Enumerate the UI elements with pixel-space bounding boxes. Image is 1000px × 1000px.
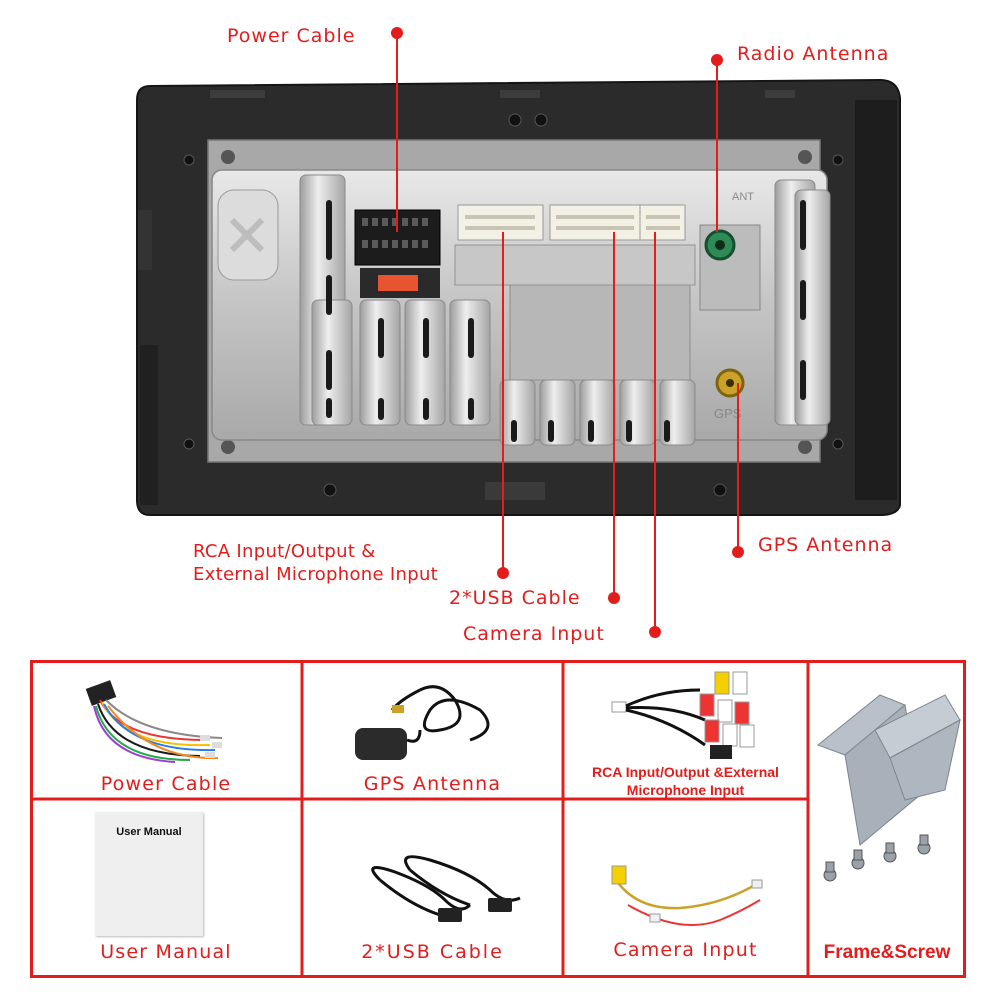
label-user-manual: User Manual	[100, 941, 232, 963]
user-manual-booklet: User Manual	[95, 812, 203, 936]
gps-marking: GPS	[714, 406, 742, 421]
ant-marking: ANT	[732, 191, 754, 203]
camera-cable-image	[611, 865, 763, 926]
label-rca: RCA Input/Output &External Microphone In…	[563, 763, 808, 799]
callout-rca-line1: RCA Input/Output &	[193, 541, 376, 562]
power-connector	[354, 209, 441, 298]
screws-image	[823, 834, 931, 882]
power-harness-image	[85, 680, 223, 763]
label-gps-antenna: GPS Antenna	[363, 773, 502, 795]
callout-dots	[391, 27, 744, 638]
callout-rca-line2: External Microphone Input	[193, 564, 439, 585]
bezel-screws	[183, 113, 844, 497]
label-usb-cable: 2*USB Cable	[361, 941, 504, 963]
label-frame-screw: Frame&Screw	[823, 942, 951, 963]
gps-antenna-image	[355, 685, 490, 760]
radio-antenna-port	[699, 224, 761, 311]
vent-slots	[326, 200, 806, 442]
label-rca-line1: RCA Input/Output &External	[592, 764, 779, 780]
usb-connectors	[549, 204, 641, 241]
frame-image	[817, 694, 961, 846]
label-power-cable: Power Cable	[100, 773, 232, 795]
callout-camera-input: Camera Input	[463, 623, 605, 645]
callout-power-cable: Power Cable	[227, 25, 356, 47]
rca-harness-image	[611, 671, 755, 759]
manual-cover-title: User Manual	[116, 826, 182, 838]
callout-rca: RCA Input/Output & External Microphone I…	[193, 540, 438, 586]
callout-radio-antenna: Radio Antenna	[737, 43, 890, 65]
camera-connector	[639, 204, 686, 241]
callout-lines	[396, 33, 739, 632]
head-unit-back: ANT GPS	[136, 27, 901, 638]
callout-gps-antenna: GPS Antenna	[758, 534, 894, 556]
callout-usb-cable: 2*USB Cable	[449, 587, 581, 609]
gps-antenna-port	[715, 368, 745, 398]
label-camera-input: Camera Input	[613, 939, 758, 961]
label-rca-line2: Microphone Input	[626, 782, 745, 798]
accessories-grid	[30, 660, 966, 978]
rca-connector	[457, 204, 544, 241]
